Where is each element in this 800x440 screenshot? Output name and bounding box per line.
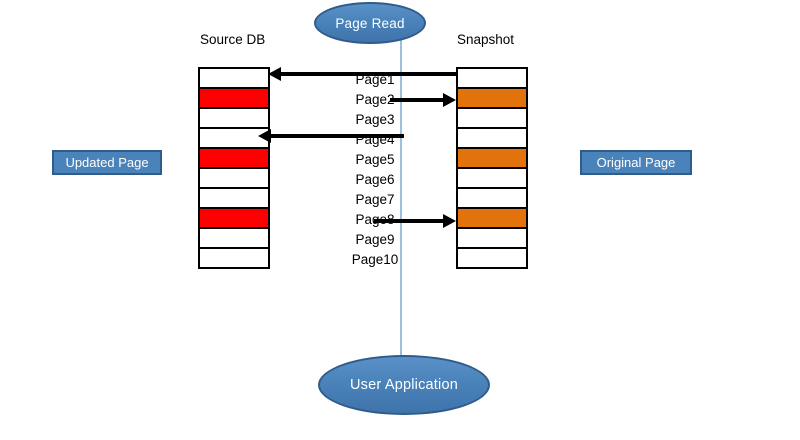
legend-original-page: Original Page <box>580 150 692 175</box>
snapshot-cell-page7[interactable] <box>458 189 526 209</box>
source-db-cell-page4[interactable] <box>200 129 268 149</box>
source-db-cell-page1[interactable] <box>200 69 268 89</box>
snapshot-cell-page8[interactable] <box>458 209 526 229</box>
snapshot-cell-page5[interactable] <box>458 149 526 169</box>
snapshot-title: Snapshot <box>457 32 515 47</box>
legend-updated-page: Updated Page <box>52 150 162 175</box>
snapshot-cell-page1[interactable] <box>458 69 526 89</box>
page-label-page8: Page8 <box>355 212 395 227</box>
source-db-title: Source DB <box>200 32 266 47</box>
page-read-node[interactable]: Page Read <box>314 2 426 44</box>
source-db-cell-page6[interactable] <box>200 169 268 189</box>
user-application-node[interactable]: User Application <box>318 355 490 415</box>
source-db-table <box>198 67 270 269</box>
snapshot-cell-page4[interactable] <box>458 129 526 149</box>
source-db-cell-page5[interactable] <box>200 149 268 169</box>
source-db-cell-page10[interactable] <box>200 249 268 269</box>
source-db-cell-page8[interactable] <box>200 209 268 229</box>
page-label-page6: Page6 <box>355 172 395 187</box>
page-label-page5: Page5 <box>355 152 395 167</box>
page-label-page7: Page7 <box>355 192 395 207</box>
snapshot-cell-page10[interactable] <box>458 249 526 269</box>
page-label-page2: Page2 <box>355 92 395 107</box>
source-db-cell-page7[interactable] <box>200 189 268 209</box>
snapshot-cell-page2[interactable] <box>458 89 526 109</box>
source-db-cell-page2[interactable] <box>200 89 268 109</box>
page-label-page9: Page9 <box>355 232 395 247</box>
source-db-cell-page9[interactable] <box>200 229 268 249</box>
source-db-cell-page3[interactable] <box>200 109 268 129</box>
connector-line <box>400 40 402 362</box>
snapshot-table <box>456 67 528 269</box>
snapshot-cell-page6[interactable] <box>458 169 526 189</box>
page-label-page4: Page4 <box>355 132 395 147</box>
snapshot-cell-page9[interactable] <box>458 229 526 249</box>
page-label-page1: Page1 <box>355 72 395 87</box>
page-label-page10: Page10 <box>351 252 399 267</box>
snapshot-cell-page3[interactable] <box>458 109 526 129</box>
page-label-page3: Page3 <box>355 112 395 127</box>
